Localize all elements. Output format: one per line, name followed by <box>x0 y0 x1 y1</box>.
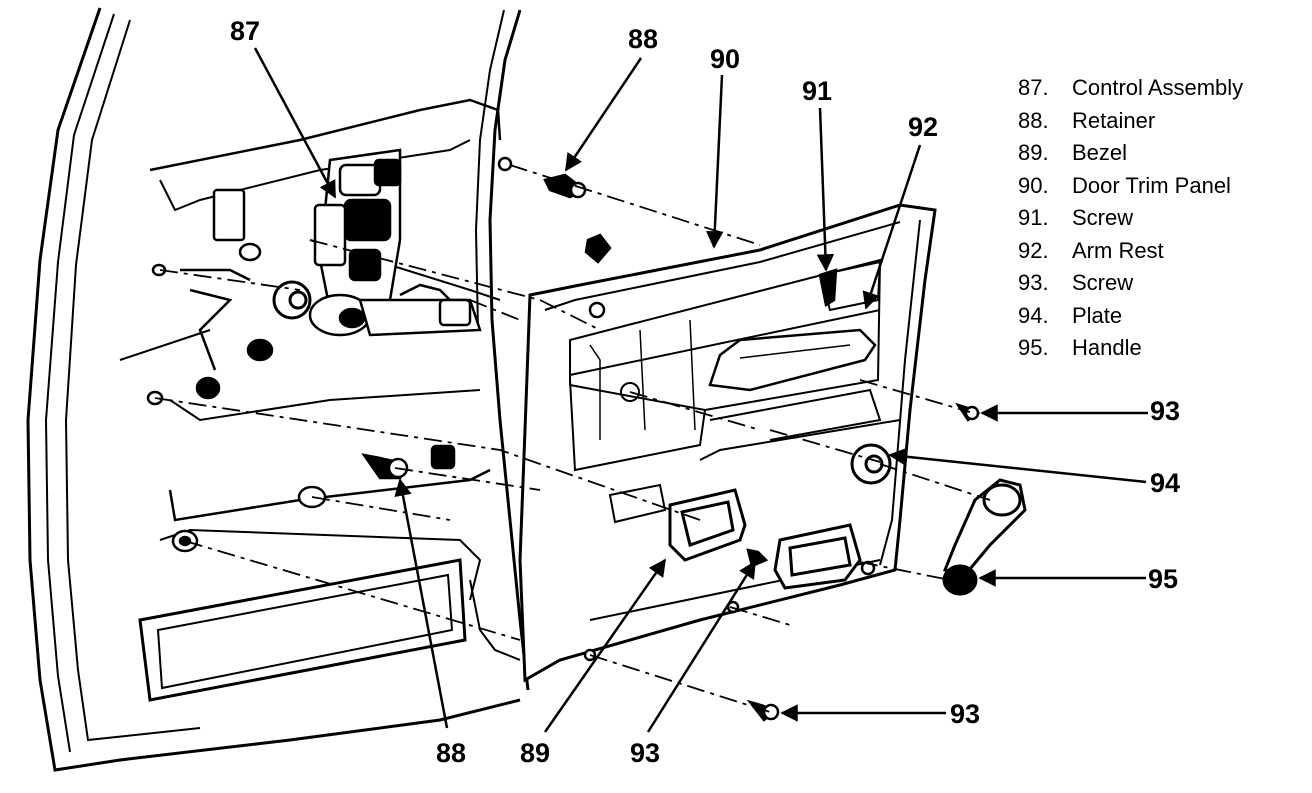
fasteners <box>361 156 981 722</box>
leader-lines <box>253 47 1148 733</box>
legend-item: 90. Door Trim Panel <box>1018 170 1243 203</box>
legend-label: Door Trim Panel <box>1072 172 1231 198</box>
legend-number: 91. <box>1018 205 1049 230</box>
callout-88-bottom: 88 <box>436 738 466 768</box>
legend-number: 94. <box>1018 302 1049 328</box>
door-shell <box>26 7 530 772</box>
callout-93-right-lower: 93 <box>950 699 980 729</box>
callout-88-top: 88 <box>628 24 658 54</box>
legend-label: Bezel <box>1072 140 1128 165</box>
legend-number: 95. <box>1018 335 1049 360</box>
legend-label: Screw <box>1072 205 1134 230</box>
legend-item: 91. Screw <box>1018 202 1243 235</box>
legend-label: Plate <box>1072 302 1123 328</box>
lock-knob <box>272 280 312 320</box>
callout-87: 87 <box>230 16 260 46</box>
callout-94: 94 <box>1150 468 1180 498</box>
legend-label: Arm Rest <box>1072 237 1164 263</box>
legend-item: 95. Handle <box>1018 332 1243 365</box>
legend-number: 88. <box>1018 107 1049 133</box>
legend-item: 88. Retainer <box>1018 105 1243 138</box>
parts-legend: 87. Control Assembly 88. Retainer 89. Bezel… <box>1018 72 1243 365</box>
legend-label: Screw <box>1072 270 1134 295</box>
callout-92: 92 <box>908 112 938 142</box>
legend-number: 90. <box>1018 172 1049 198</box>
callout-labels: 87 88 90 91 92 93 94 95 93 88 89 93 <box>230 16 1180 768</box>
legend-label: Control Assembly <box>1072 75 1244 100</box>
handle-95 <box>942 478 1027 596</box>
legend-label: Retainer <box>1072 107 1156 133</box>
callout-93-right-upper: 93 <box>1150 396 1180 426</box>
legend-number: 87. <box>1018 75 1049 100</box>
callout-90: 90 <box>710 44 740 74</box>
legend-number: 93. <box>1018 270 1049 295</box>
legend-number: 92. <box>1018 237 1049 263</box>
callout-93-bottom: 93 <box>630 738 660 768</box>
legend-item: 92. Arm Rest <box>1018 235 1243 268</box>
legend-item: 94. Plate <box>1018 300 1243 333</box>
pull-cup <box>773 523 862 590</box>
callout-91: 91 <box>802 76 832 106</box>
legend-item: 93. Screw <box>1018 267 1243 300</box>
legend-item: 89. Bezel <box>1018 137 1243 170</box>
legend-item: 87. Control Assembly <box>1018 72 1243 105</box>
callout-89: 89 <box>520 738 550 768</box>
plate-94 <box>850 443 892 485</box>
callout-95: 95 <box>1148 564 1178 594</box>
bezel-89 <box>608 483 747 562</box>
control-assembly <box>308 148 482 337</box>
legend-number: 89. <box>1018 140 1049 165</box>
legend-label: Handle <box>1072 335 1142 360</box>
